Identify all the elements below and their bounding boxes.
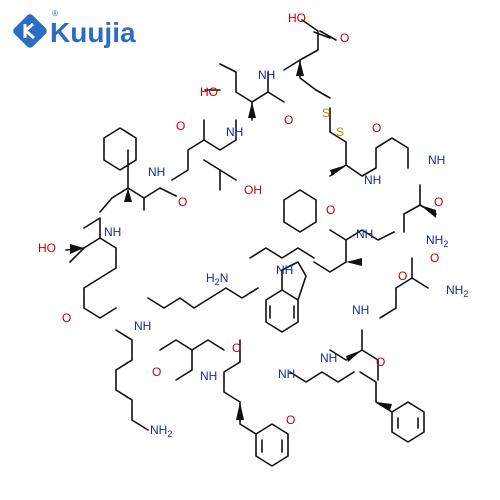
gly-o-label: O bbox=[372, 121, 381, 135]
acid-o-label: O bbox=[340, 31, 349, 45]
phe3-o-label: O bbox=[376, 355, 385, 369]
cys-nh-label: NH bbox=[258, 68, 275, 82]
trp-carbonyl-o-label: O bbox=[398, 269, 407, 283]
gly-nh-label: NH bbox=[428, 153, 445, 167]
lys-carbonyl-o-label: O bbox=[152, 365, 161, 379]
ala-o-label: O bbox=[434, 195, 443, 209]
trp-nh-label: NH bbox=[356, 227, 373, 241]
brand-diamond-icon bbox=[13, 14, 47, 48]
lys2-nh-label: NH bbox=[134, 319, 151, 333]
brand-registered-mark: ® bbox=[52, 9, 58, 18]
cys2-nh-label: NH bbox=[364, 173, 381, 187]
brand-logo: Kuujia ® bbox=[13, 9, 136, 48]
asn-nh2-label: NH2 bbox=[446, 283, 468, 299]
indole-nh-label: NH bbox=[276, 263, 293, 277]
thr-oh-label: OH bbox=[244, 183, 262, 197]
ser-ho-label: HO bbox=[200, 85, 218, 99]
lys-nh-label: NH bbox=[104, 225, 121, 239]
disulfide-s2-label: S bbox=[336, 125, 344, 139]
thr2-ho-label: HO bbox=[38, 241, 56, 255]
asn-o-label: O bbox=[430, 251, 439, 265]
phe2-o-label: O bbox=[232, 341, 241, 355]
phe-carbonyl-o-label: O bbox=[178, 195, 187, 209]
brand-name: Kuujia bbox=[50, 17, 136, 48]
phe4-nh-label: NH bbox=[320, 351, 337, 365]
atom-labels: HO O HO NH O S S O NH NH O OH NH O NH2 O… bbox=[38, 11, 468, 439]
thr2-carbonyl-o-label: O bbox=[62, 311, 71, 325]
phe3-nh-label: NH bbox=[278, 367, 295, 381]
acid-ho-label: HO bbox=[288, 11, 306, 25]
phe-nh-label: NH bbox=[148, 165, 165, 179]
disulfide-s1-label: S bbox=[322, 106, 330, 120]
thr-nh-label: NH bbox=[226, 125, 243, 139]
ser-carbonyl-o-label: O bbox=[284, 113, 293, 127]
bond-skeleton bbox=[65, 19, 437, 467]
cys2-carbonyl-o-label: O bbox=[326, 203, 335, 217]
lys-terminal-nh2-label: NH2 bbox=[150, 423, 172, 439]
ala-nh2-label: NH2 bbox=[426, 233, 448, 249]
phe2-nh-label: NH bbox=[200, 369, 217, 383]
thr-carbonyl-o-label: O bbox=[176, 119, 185, 133]
asn-nh-label: NH bbox=[352, 303, 369, 317]
phe4-o-label: O bbox=[286, 413, 295, 427]
stereo-wedges bbox=[70, 60, 436, 420]
lys-side-nh2-label: H2N bbox=[206, 271, 228, 287]
